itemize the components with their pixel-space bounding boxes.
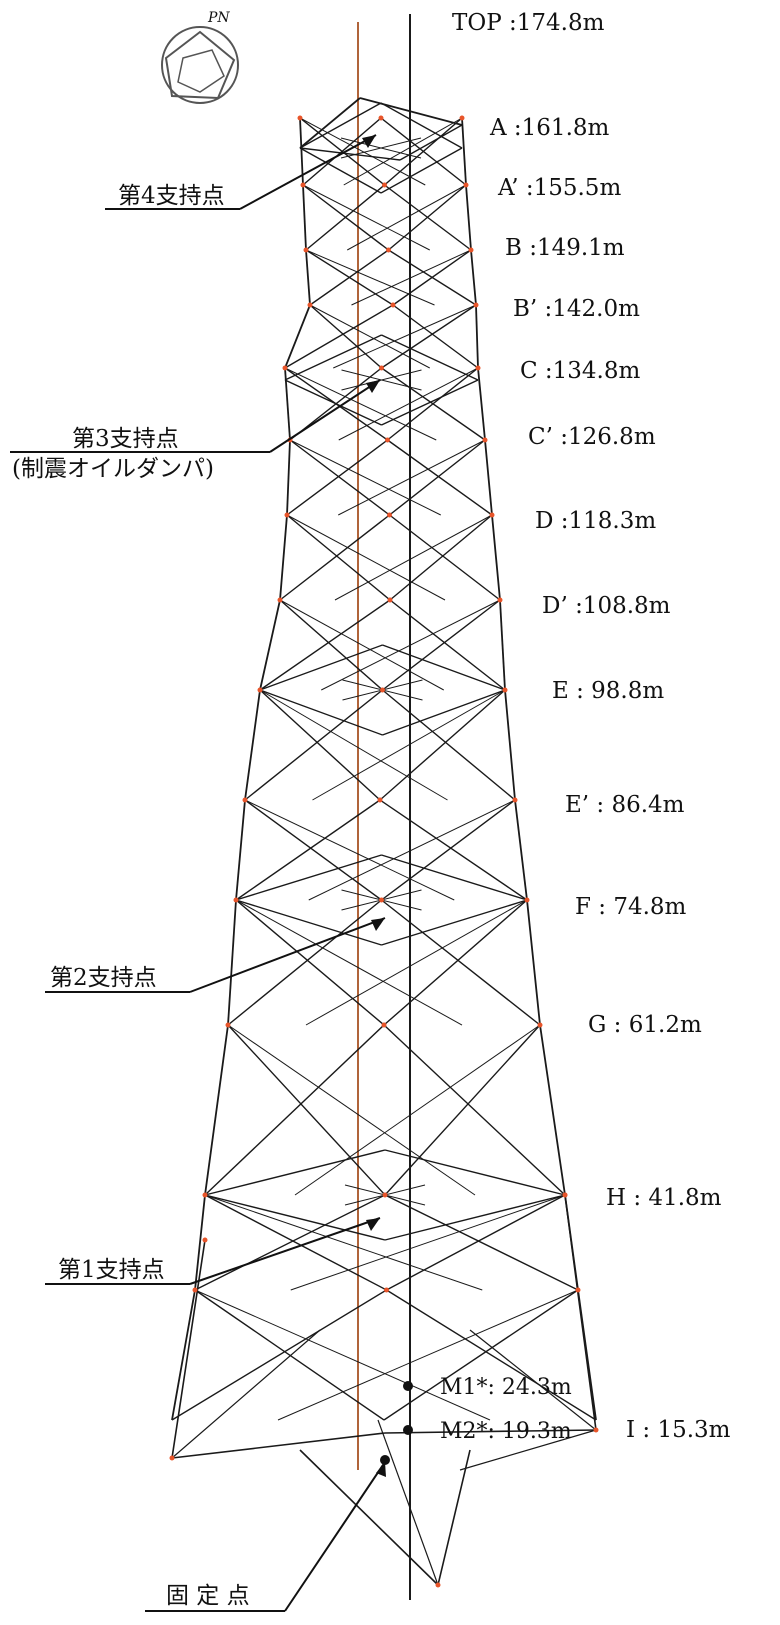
level-m2-label: M2*: 19.3m	[440, 1419, 572, 1444]
level-d-prime-label: D’ :108.8m	[542, 593, 671, 619]
level-c-prime-label: C’ :126.8m	[528, 424, 656, 450]
level-h-label: H : 41.8m	[606, 1185, 722, 1211]
m2-marker	[403, 1425, 413, 1435]
level-d-label: D :118.3m	[535, 508, 656, 534]
level-c-label: C :134.8m	[520, 358, 641, 384]
truss-nodes	[169, 115, 599, 1588]
support2-label: 第2支持点	[50, 965, 157, 991]
compass-label: PN	[207, 10, 230, 26]
m1-marker	[403, 1381, 413, 1391]
support1-label: 第1支持点	[58, 1257, 165, 1283]
level-b-prime-label: B’ :142.0m	[513, 296, 640, 322]
level-f-label: F : 74.8m	[575, 894, 687, 920]
callout-support3: 第3支持点 (制震オイルダンパ)	[10, 379, 381, 482]
support3-label: 第3支持点	[72, 426, 179, 452]
level-m1-label: M1*: 24.3m	[440, 1375, 572, 1400]
support4-label: 第4支持点	[118, 183, 225, 209]
fixed-point-marker	[380, 1455, 390, 1465]
level-e-label: E : 98.8m	[552, 678, 664, 704]
level-b-label: B :149.1m	[505, 235, 625, 261]
level-a-label: A :161.8m	[489, 115, 610, 141]
level-a-prime-label: A’ :155.5m	[497, 175, 621, 201]
level-top-label: TOP :174.8m	[452, 10, 605, 36]
level-e-prime-label: E’ : 86.4m	[565, 792, 685, 818]
fixed-point-label: 固 定 点	[166, 1583, 250, 1609]
callout-support1: 第1支持点	[45, 1217, 381, 1285]
callout-support2: 第2支持点	[45, 917, 386, 993]
level-i-label: I : 15.3m	[626, 1417, 731, 1443]
tower-truss	[171, 97, 597, 1586]
callout-fixed-point: 固 定 点	[145, 1461, 386, 1612]
compass-icon: PN	[161, 10, 239, 104]
level-g-label: G : 61.2m	[588, 1012, 702, 1038]
support3-sublabel: (制震オイルダンパ)	[12, 456, 214, 482]
callout-support4: 第4支持点	[105, 134, 377, 210]
